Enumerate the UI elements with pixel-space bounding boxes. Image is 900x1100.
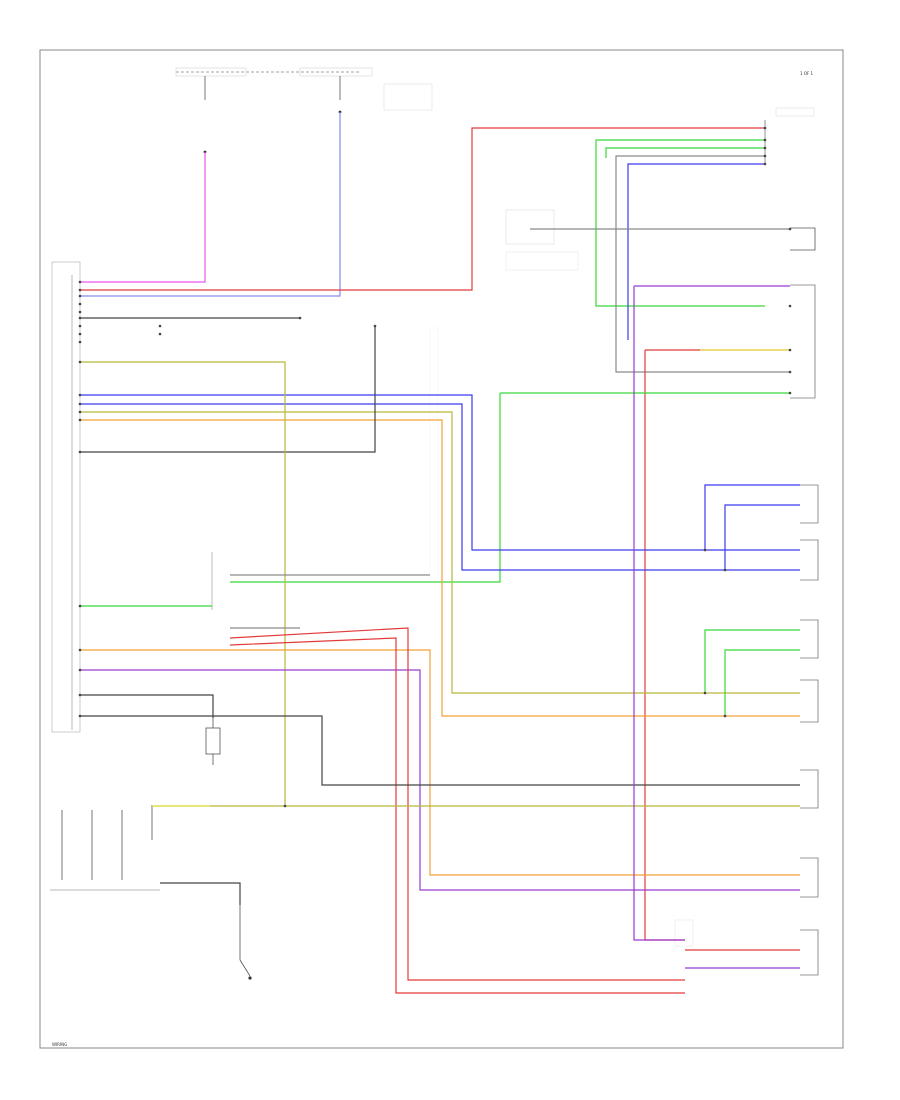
connector-pin	[723, 714, 727, 718]
connector-pin	[78, 410, 82, 414]
connector-pin	[788, 227, 792, 231]
wire-dark-1	[80, 326, 376, 453]
connector-pin	[723, 568, 727, 572]
connector-pin	[763, 126, 767, 130]
wire-green-2	[605, 147, 765, 158]
wire-red-a	[229, 627, 685, 981]
footer-reference: WIRING	[52, 1042, 67, 1047]
wire-green-mid	[230, 392, 790, 583]
wire-green-1	[595, 139, 765, 307]
wire-orange-long	[80, 649, 800, 876]
connector-pin	[78, 648, 82, 652]
mid-components	[50, 327, 694, 980]
wire-purple-long	[80, 669, 800, 891]
wire-orange-1	[80, 419, 800, 717]
connector-pin	[78, 302, 82, 306]
connector-pin	[78, 360, 82, 364]
connector-pin	[283, 804, 287, 808]
connector-pin	[78, 294, 82, 298]
connector-pin	[78, 288, 82, 292]
wire-layer	[80, 112, 800, 994]
wire-dark-bottom	[160, 882, 241, 905]
wire-gray-2	[615, 155, 790, 373]
wire-blue-main	[80, 394, 800, 551]
connector-pin	[78, 668, 82, 672]
connector-pin	[78, 714, 82, 718]
wire-blue-rf1	[704, 484, 800, 550]
connector-pin	[158, 332, 162, 336]
connector-pin	[78, 340, 82, 344]
connector-pin	[78, 450, 82, 454]
wire-dark-fan	[80, 715, 800, 786]
connector-pin	[78, 280, 82, 284]
connector-pin	[78, 693, 82, 697]
connector-pin	[763, 154, 767, 158]
wire-blue-2	[80, 403, 800, 571]
wire-red-mid	[644, 349, 790, 941]
connector-pin	[78, 324, 82, 328]
connector-pin	[78, 316, 82, 320]
connector-pin	[788, 304, 792, 308]
wire-blue-1	[627, 163, 765, 340]
connector-pin	[788, 370, 792, 374]
wire-purple-sub	[633, 286, 685, 941]
connector-pin	[298, 316, 302, 320]
connector-pin	[373, 324, 377, 328]
connector-pin	[78, 604, 82, 608]
connector-pin	[78, 418, 82, 422]
wire-dark-ground	[80, 694, 214, 718]
connector-pin	[158, 324, 162, 328]
wire-blue-rf2	[724, 504, 800, 570]
page-reference: 1 OF 1	[800, 71, 814, 76]
connector-pin	[763, 146, 767, 150]
wire-olive-v	[80, 361, 286, 806]
right-components	[505, 107, 819, 976]
power-feed-pink	[80, 152, 206, 283]
wire-olive-1	[80, 411, 800, 694]
connector-pin	[763, 138, 767, 142]
connector-pin	[788, 391, 792, 395]
power-feed-lavender	[80, 112, 341, 297]
connector-pin	[788, 348, 792, 352]
diagram-border	[39, 49, 844, 1049]
connector-pin	[78, 310, 82, 314]
connector-pin	[78, 393, 82, 397]
wire-green-rf1	[704, 629, 800, 693]
pin-layer	[78, 126, 792, 808]
connector-pin	[78, 402, 82, 406]
connector-pin	[763, 162, 767, 166]
radio-connector	[51, 261, 81, 733]
wire-green-rf2	[724, 649, 800, 716]
connector-pin	[703, 548, 707, 552]
connector-pin	[78, 332, 82, 336]
wire-red-top	[80, 127, 765, 291]
wire-red-b	[229, 637, 685, 994]
top-power-section	[175, 67, 433, 154]
connector-pin	[703, 691, 707, 695]
